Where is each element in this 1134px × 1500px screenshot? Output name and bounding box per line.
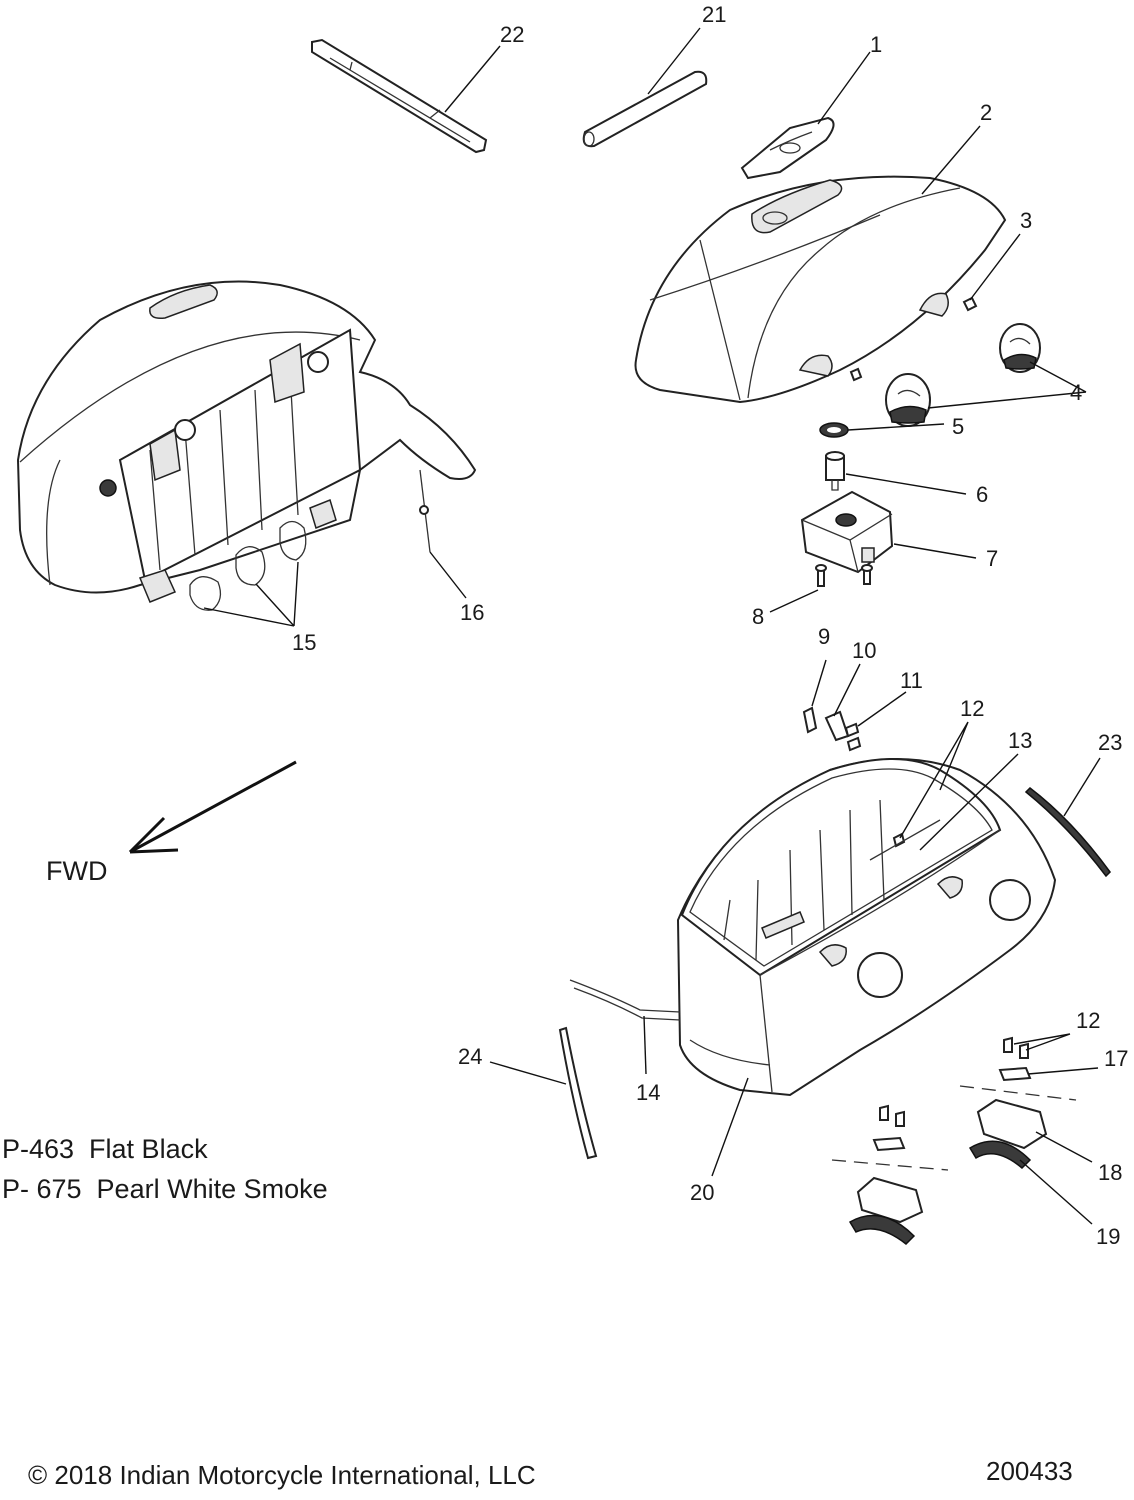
part-21-tube-seal — [582, 70, 708, 148]
callout-16: 16 — [460, 600, 484, 625]
part-12-screws-inner — [892, 832, 906, 848]
callout-14: 14 — [636, 1080, 660, 1105]
callout-2: 2 — [980, 100, 992, 125]
callout-9: 9 — [818, 624, 830, 649]
callout-6: 6 — [976, 482, 988, 507]
part-3-screw — [962, 296, 978, 312]
callout-17: 17 — [1104, 1046, 1128, 1071]
part-2-saddlebag-lid — [634, 175, 1007, 404]
part-23-seal-strip — [1024, 787, 1111, 878]
callout-12-lower: 12 — [1076, 1008, 1100, 1033]
callout-18: 18 — [1098, 1160, 1122, 1185]
part-9-clip — [802, 706, 818, 734]
part-4-emblem-cap-b — [885, 373, 931, 427]
callout-20: 20 — [690, 1180, 714, 1205]
part-19-cradle — [848, 1140, 1032, 1246]
part-24-strip — [558, 1026, 598, 1160]
part-22-trim-strip — [311, 38, 488, 154]
part-11-screws — [844, 722, 862, 752]
part-12-screws-lower — [879, 1036, 1029, 1127]
part-8-screws — [815, 564, 873, 587]
part-20-saddlebag-body — [676, 758, 1057, 1097]
callout-15: 15 — [292, 630, 316, 655]
callout-21: 21 — [702, 2, 726, 27]
centerlines — [831, 1085, 1077, 1171]
callout-7: 7 — [986, 546, 998, 571]
callout-5: 5 — [952, 414, 964, 439]
callout-11: 11 — [900, 668, 923, 693]
part-18-mount — [856, 1098, 1048, 1224]
callout-22: 22 — [500, 22, 524, 47]
part-6-lock-cylinder — [825, 451, 845, 491]
copyright-notice: © 2018 Indian Motorcycle International, … — [28, 1460, 536, 1490]
callout-4: 4 — [1070, 380, 1082, 405]
saddlebag-rear-view — [16, 280, 477, 603]
fwd-label: FWD — [46, 856, 108, 886]
part-13-bracket — [869, 819, 941, 861]
part-16-rod — [419, 469, 431, 553]
part-5-washer — [819, 422, 849, 438]
forward-arrow-icon — [128, 760, 297, 854]
part-14-edge-trim — [569, 979, 681, 1021]
drawing-number: 200433 — [986, 1456, 1073, 1486]
part-4-emblem-cap-a — [999, 323, 1041, 373]
part-1-latch-handle — [740, 116, 835, 180]
part-3-screw-b — [849, 367, 863, 382]
part-15-straps — [189, 520, 307, 611]
callout-23: 23 — [1098, 730, 1122, 755]
callout-19: 19 — [1096, 1224, 1120, 1249]
callout-numbers: 22 21 1 2 3 4 5 6 7 8 9 10 11 12 13 23 1… — [292, 2, 1128, 1249]
callout-12-upper: 12 — [960, 696, 984, 721]
callout-1: 1 — [870, 32, 882, 57]
color-code-flat-black: P-463 Flat Black — [2, 1134, 208, 1164]
callout-8: 8 — [752, 604, 764, 629]
part-17-plate — [872, 1066, 1032, 1152]
callout-10: 10 — [852, 638, 876, 663]
callout-24: 24 — [458, 1044, 482, 1069]
part-7-latch-assembly — [800, 490, 894, 574]
part-10-bracket — [824, 710, 850, 742]
color-code-pearl-white: P- 675 Pearl White Smoke — [2, 1174, 328, 1204]
callout-3: 3 — [1020, 208, 1032, 233]
callout-13: 13 — [1008, 728, 1032, 753]
leader-lines — [203, 27, 1101, 1225]
